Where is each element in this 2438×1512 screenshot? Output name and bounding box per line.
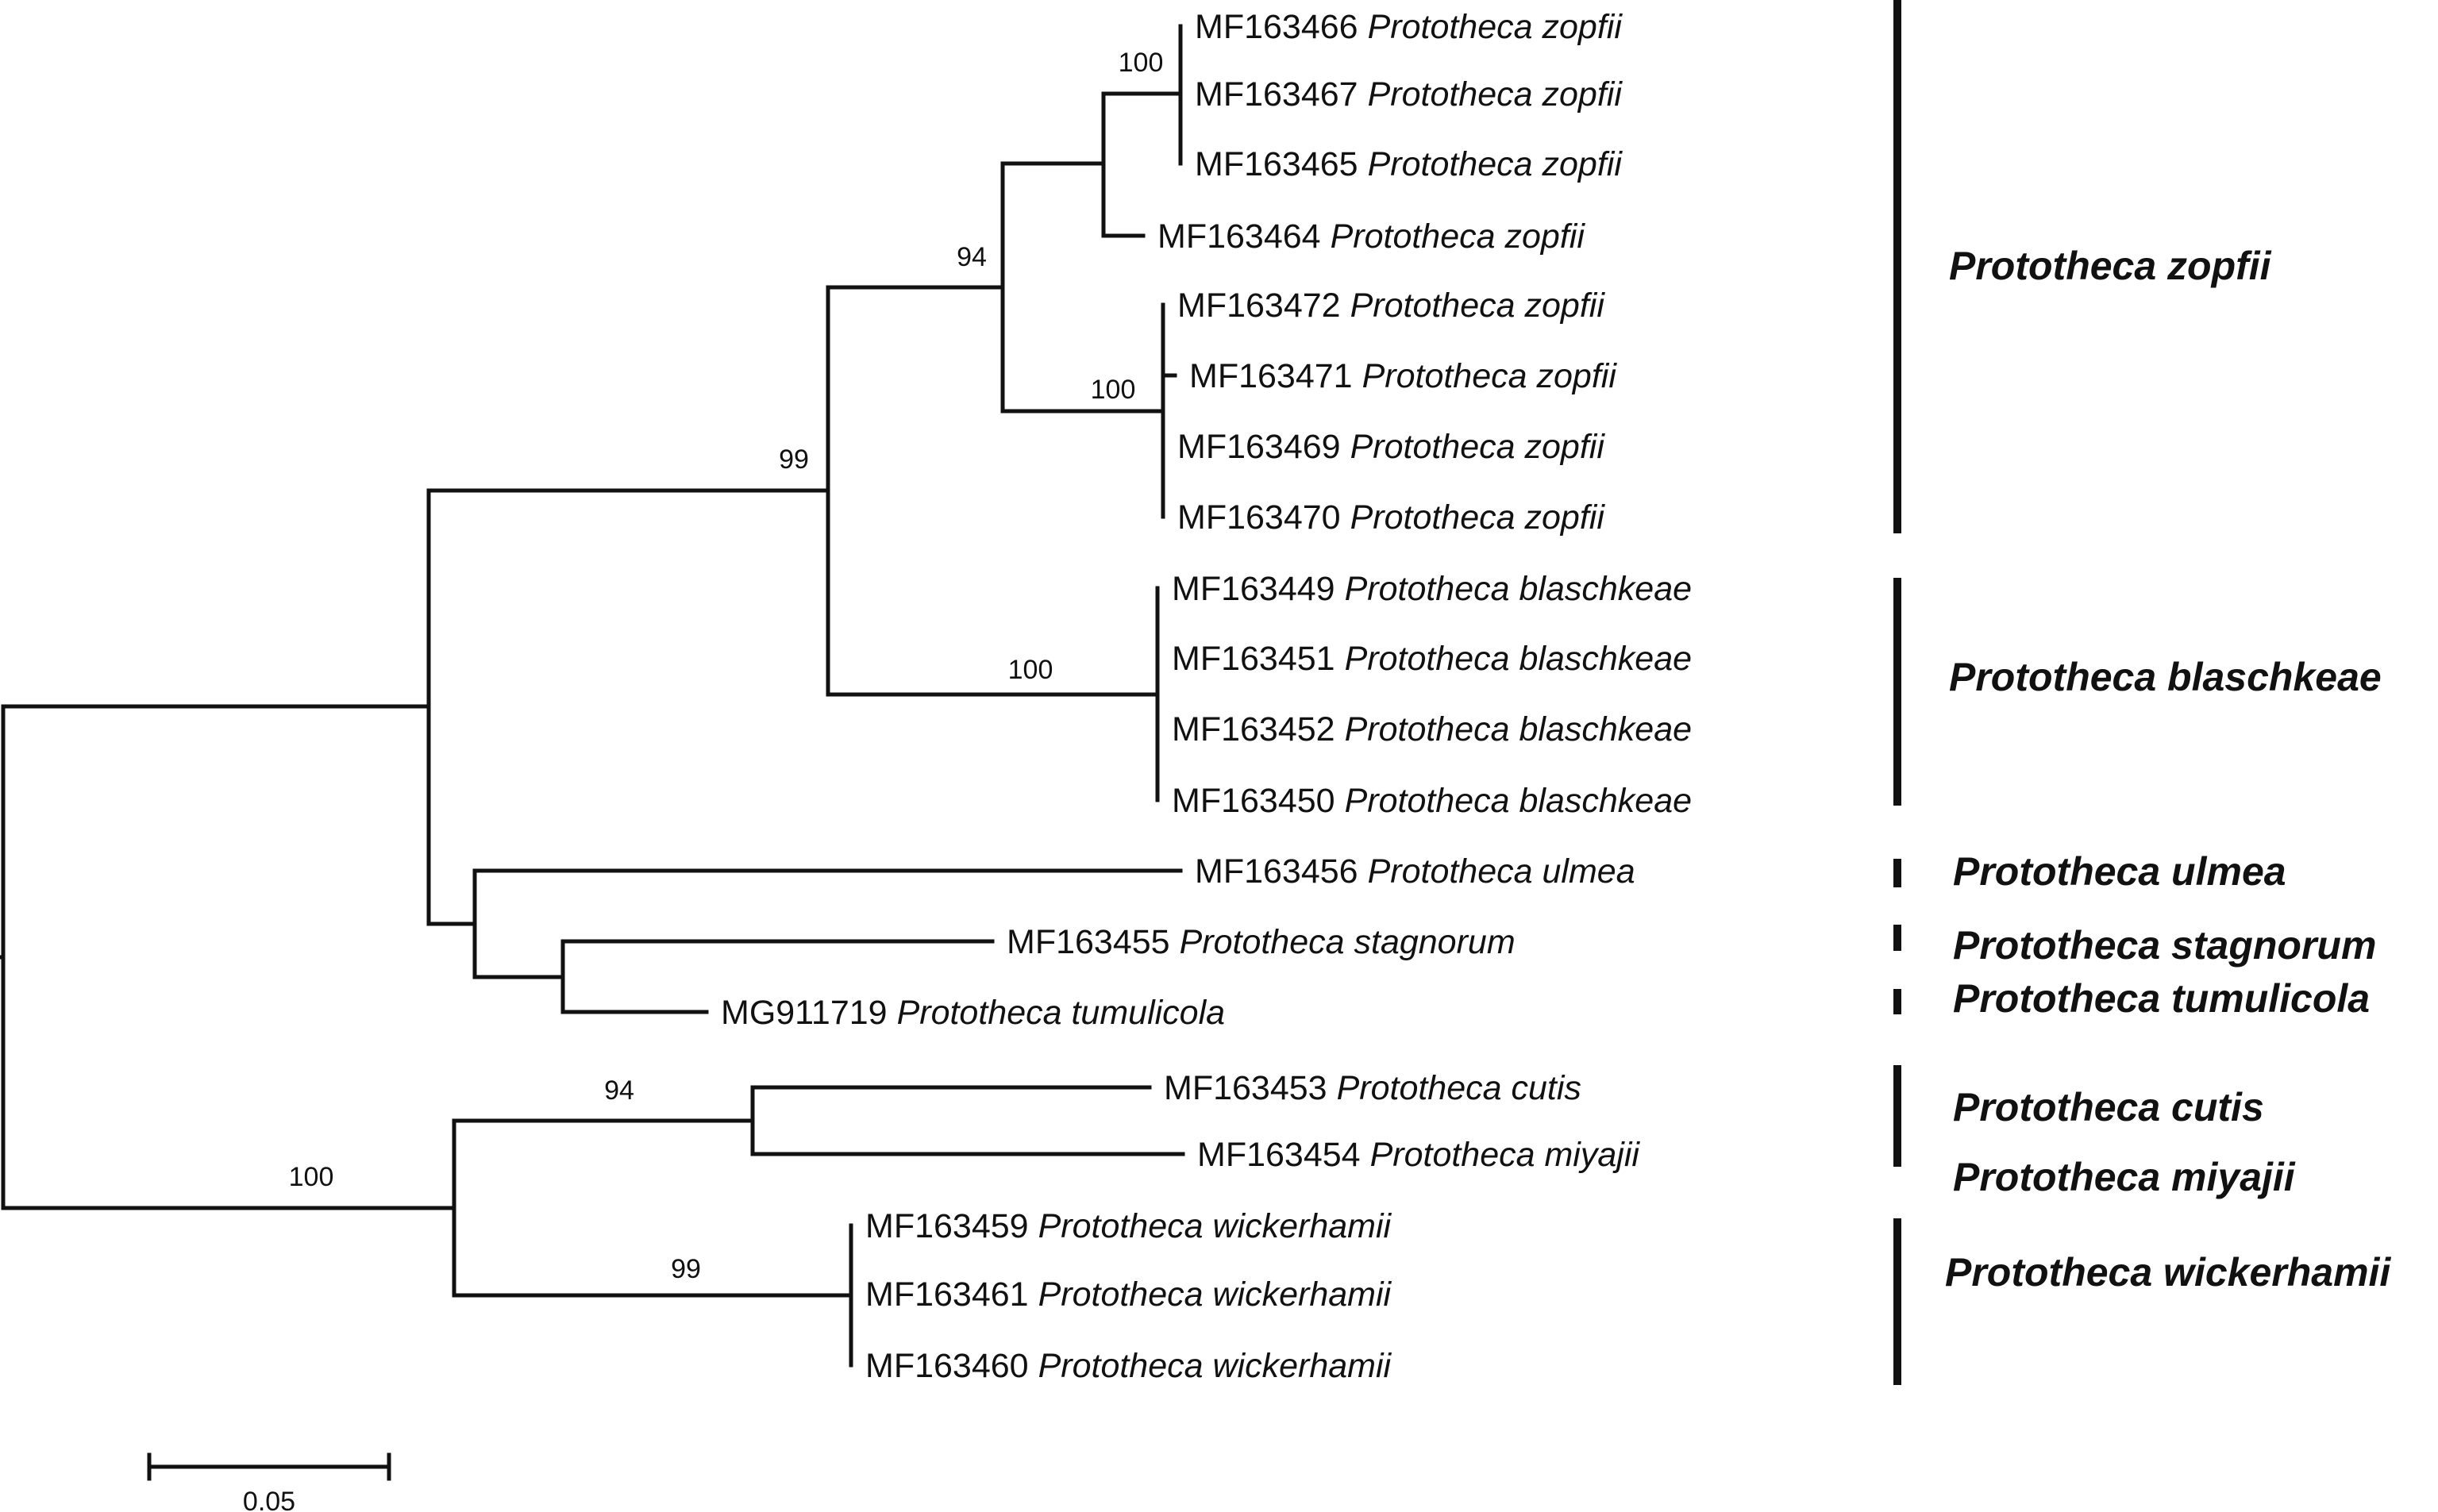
leaf-label-MF163464: MF163464 Prototheca zopfii [1157,217,1585,256]
leaf-accession: MF163470 [1177,498,1341,537]
leaf-species: Prototheca wickerhamii [1038,1347,1392,1385]
leaf-species: Prototheca miyajii [1370,1136,1641,1174]
bootstrap-cZ1: 100 [1119,48,1164,78]
leaf-species: Prototheca zopfii [1368,8,1623,46]
leaf-accession: MF163460 [865,1347,1029,1385]
leaf-species: Prototheca zopfii [1350,498,1606,537]
group-bar-4 [1893,989,1901,1014]
leaf-accession: MF163469 [1177,428,1341,466]
group-label-0: Prototheca zopfii [1949,244,2272,288]
leaf-accession: MF163472 [1177,287,1341,325]
leaf-species: Prototheca zopfii [1362,357,1618,395]
leaf-accession: MF163467 [1195,75,1358,113]
leaf-accession: MF163471 [1189,357,1353,395]
leaf-label-MF163456: MF163456 Prototheca ulmea [1195,852,1635,891]
group-label-6: Prototheca miyajii [1953,1155,2296,1199]
group-label-5: Prototheca cutis [1953,1085,2264,1129]
leaf-species: Prototheca blaschkeae [1345,570,1692,608]
tree-branches [0,24,1185,1368]
group-label-2: Prototheca ulmea [1953,849,2286,894]
leaf-species: Prototheca blaschkeae [1345,782,1692,820]
leaf-label-MF163467: MF163467 Prototheca zopfii [1195,75,1623,113]
leaf-accession: MF163454 [1197,1136,1361,1174]
leaf-accession: MF163455 [1007,923,1170,961]
leaf-label-MF163455: MF163455 Prototheca stagnorum [1007,923,1516,961]
group-label-3: Prototheca stagnorum [1953,923,2376,968]
bootstrap-n7: 100 [289,1162,334,1192]
leaf-species: Prototheca cutis [1337,1069,1581,1107]
leaf-accession: MF163453 [1164,1069,1327,1107]
leaf-accession: MF163459 [865,1207,1029,1245]
group-bar-3 [1893,925,1901,951]
leaf-accession: MF163461 [865,1275,1029,1314]
group-label-1: Prototheca blaschkeae [1949,655,2382,699]
leaf-accession: MG911719 [721,994,888,1032]
bootstrap-labels: 99 94 100 100 100 100 94 99 [289,48,1164,1284]
species-group-bars [1893,0,1901,1385]
leaf-label-MF163466: MF163466 Prototheca zopfii [1195,8,1623,46]
leaf-species: Prototheca stagnorum [1180,923,1516,961]
leaf-label-MF163452: MF163452 Prototheca blaschkeae [1172,710,1692,748]
leaf-accession: MF163452 [1172,710,1335,748]
leaf-label-MF163451: MF163451 Prototheca blaschkeae [1172,640,1692,678]
leaf-accession: MF163466 [1195,8,1358,46]
group-label-4: Prototheca tumulicola [1953,976,2370,1021]
leaf-species: Prototheca tumulicola [897,994,1226,1032]
leaf-accession: MF163450 [1172,782,1335,820]
leaf-accession: MF163449 [1172,570,1335,608]
leaf-accession: MF163456 [1195,852,1358,891]
bootstrap-cW: 99 [671,1254,701,1284]
group-bar-2 [1893,859,1901,887]
scale-bar: 0.05 [147,1452,391,1512]
bootstrap-n3: 94 [957,242,987,272]
leaf-label-MF163449: MF163449 Prototheca blaschkeae [1172,570,1692,608]
leaf-accession: MF163451 [1172,640,1335,678]
leaf-species: Prototheca zopfii [1350,287,1606,325]
group-label-7: Prototheca wickerhamii [1945,1250,2391,1295]
leaf-label-MF163465: MF163465 Prototheca zopfii [1195,145,1623,183]
leaf-species: Prototheca zopfii [1368,75,1623,113]
scale-bar-label: 0.05 [243,1487,295,1512]
leaf-accession: MF163464 [1157,217,1321,256]
leaf-species: Prototheca blaschkeae [1345,710,1692,748]
leaf-species: Prototheca zopfii [1331,217,1586,256]
group-bar-6 [1893,1218,1901,1385]
leaf-label-MF163453: MF163453 Prototheca cutis [1164,1069,1581,1107]
group-bar-1 [1893,578,1901,806]
leaf-species: Prototheca zopfii [1350,428,1606,466]
leaf-accession: MF163465 [1195,145,1358,183]
bootstrap-cB: 100 [1008,655,1053,685]
leaf-species: Prototheca blaschkeae [1345,640,1692,678]
leaf-species: Prototheca zopfii [1368,145,1623,183]
group-bar-0 [1893,0,1901,533]
leaf-species: Prototheca ulmea [1368,852,1635,891]
leaf-species: Prototheca wickerhamii [1038,1275,1392,1314]
group-bar-5 [1893,1065,1901,1167]
leaf-species: Prototheca wickerhamii [1038,1207,1392,1245]
bootstrap-n8: 94 [604,1075,634,1106]
bootstrap-n2: 99 [779,444,809,475]
leaf-label-MF163450: MF163450 Prototheca blaschkeae [1172,782,1692,820]
bootstrap-cZ2: 100 [1091,375,1136,405]
